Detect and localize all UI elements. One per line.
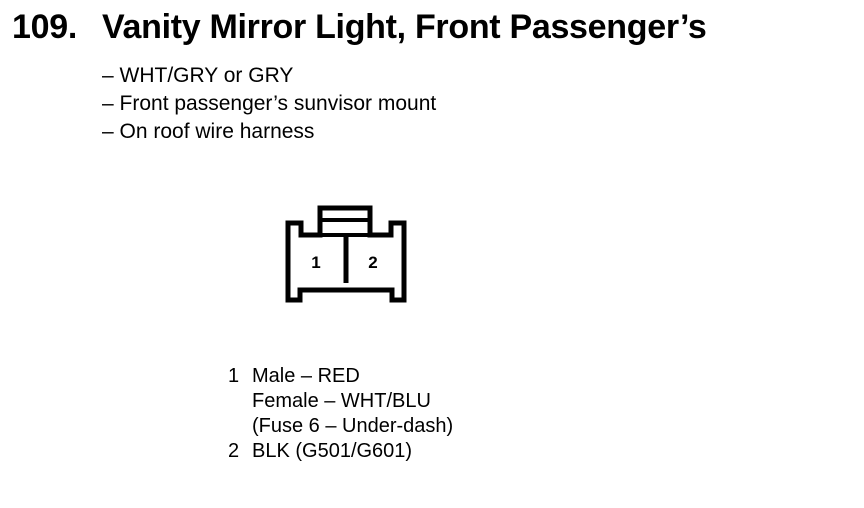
wire-color-line: – WHT/GRY or GRY xyxy=(102,64,294,87)
pin-row-1: 1 Male – RED Female – WHT/BLU (Fuse 6 – … xyxy=(228,364,453,439)
pin-line: (Fuse 6 – Under-dash) xyxy=(252,415,454,437)
item-title: Vanity Mirror Light, Front Passenger’s xyxy=(102,8,707,46)
page-title: 109. Vanity Mirror Light, Front Passenger… xyxy=(12,8,707,47)
pin-assignment-list: 1 Male – RED Female – WHT/BLU (Fuse 6 – … xyxy=(228,364,453,464)
connector-pin-1-label: 1 xyxy=(311,253,320,272)
location-line: – Front passenger’s sunvisor mount xyxy=(102,92,437,115)
pin-line: BLK (G501/G601) xyxy=(252,440,413,462)
pin-description: Male – RED Female – WHT/BLU (Fuse 6 – Un… xyxy=(252,364,453,439)
pin-line: Female – WHT/BLU xyxy=(252,390,431,412)
connector-pin-2-label: 2 xyxy=(368,253,377,272)
pin-row-2: 2 BLK (G501/G601) xyxy=(228,439,453,464)
connector-diagram: 1 2 xyxy=(285,205,407,303)
pin-number: 2 xyxy=(228,440,240,462)
pin-description: BLK (G501/G601) xyxy=(252,439,412,464)
connector-details: – WHT/GRY or GRY – Front passenger’s sun… xyxy=(102,62,436,146)
pin-line: Male – RED xyxy=(252,365,360,387)
harness-line: – On roof wire harness xyxy=(102,120,315,143)
pin-number: 1 xyxy=(228,365,240,387)
item-number: 109. xyxy=(12,8,77,46)
